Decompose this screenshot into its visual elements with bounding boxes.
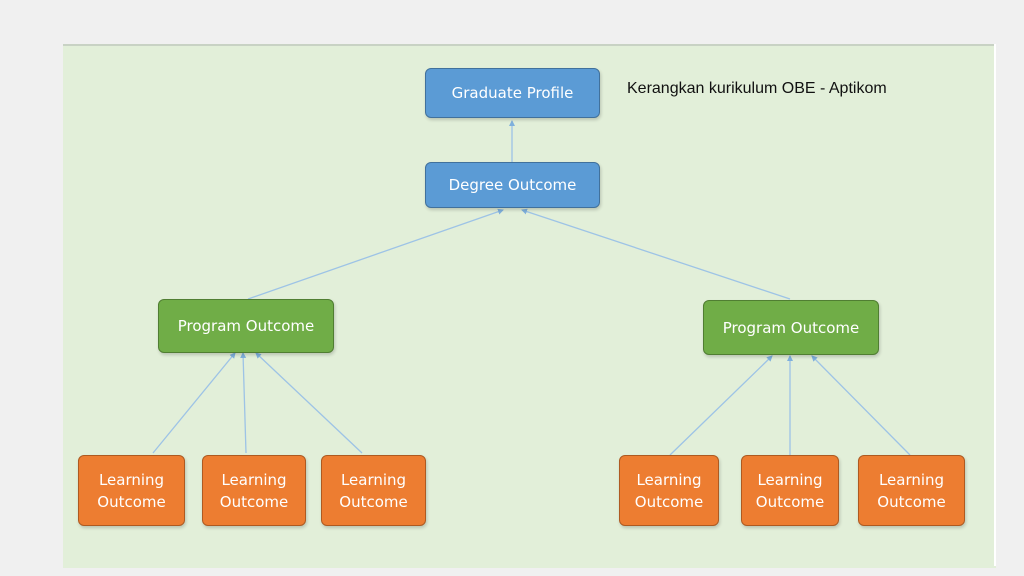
- learning-outcome-label: Learning Outcome: [877, 470, 946, 511]
- learning-outcome-box: Learning Outcome: [321, 455, 426, 526]
- degree-outcome-label: Degree Outcome: [448, 176, 577, 194]
- learning-outcome-label: Learning Outcome: [755, 470, 825, 511]
- learning-outcome-box: Learning Outcome: [741, 455, 839, 526]
- degree-outcome-box: Degree Outcome: [425, 162, 600, 208]
- learning-outcome-label: Learning Outcome: [219, 470, 289, 511]
- learning-outcome-box: Learning Outcome: [202, 455, 306, 526]
- learning-outcome-box: Learning Outcome: [619, 455, 719, 526]
- program-outcome-right-label: Program Outcome: [722, 318, 860, 337]
- learning-outcome-box: Learning Outcome: [858, 455, 965, 526]
- program-outcome-left-label: Program Outcome: [177, 317, 315, 335]
- program-outcome-left-box: Program Outcome: [158, 299, 334, 353]
- learning-outcome-label: Learning Outcome: [339, 470, 408, 511]
- program-outcome-right-box: Program Outcome: [703, 300, 879, 355]
- graduate-profile-box: Graduate Profile: [425, 68, 600, 118]
- learning-outcome-label: Learning Outcome: [634, 470, 704, 511]
- diagram-caption: Kerangkan kurikulum OBE - Aptikom: [627, 80, 887, 97]
- graduate-profile-label: Graduate Profile: [451, 84, 574, 102]
- panel-edge: [994, 44, 996, 566]
- learning-outcome-box: Learning Outcome: [78, 455, 185, 526]
- learning-outcome-label: Learning Outcome: [97, 470, 166, 511]
